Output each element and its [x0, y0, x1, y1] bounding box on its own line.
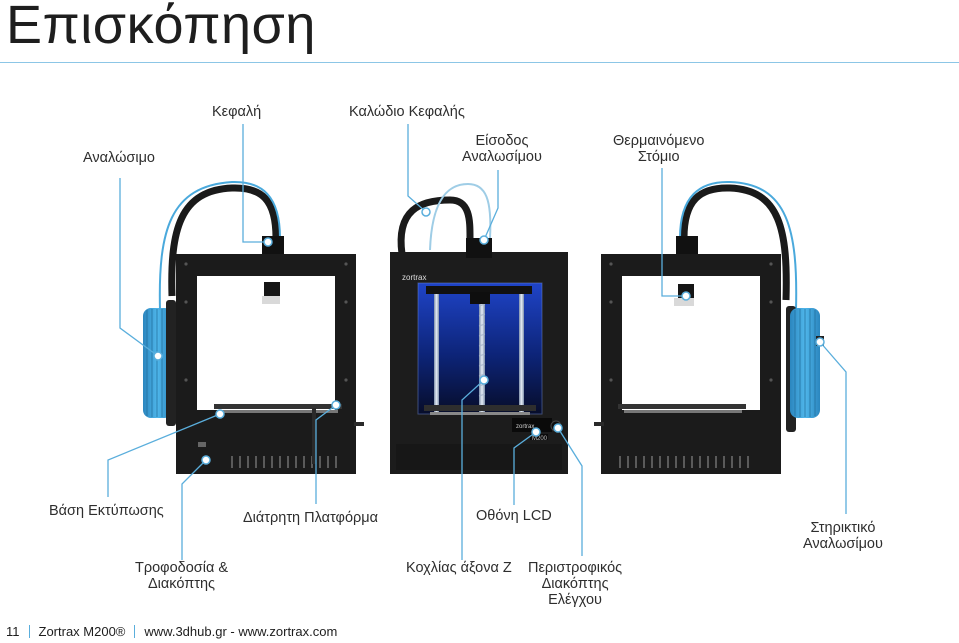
footer-separator [134, 625, 136, 638]
brand-logo: zortrax [402, 273, 426, 282]
model-badge: M200 [532, 436, 548, 442]
label-head-cable: Καλώδιο Κεφαλής [349, 104, 465, 120]
footer-websites: www.3dhub.gr - www.zortrax.com [144, 624, 338, 639]
label-print-base: Βάση Εκτύπωσης [49, 503, 164, 519]
printer-right [594, 180, 824, 474]
filament-spool-right [786, 306, 824, 432]
lcd-brand: zortrax [516, 424, 534, 430]
footer-separator [28, 625, 30, 638]
label-head: Κεφαλή [212, 104, 262, 120]
printer-front: zortrax zortrax M200 [390, 182, 568, 474]
footer-product: Zortrax M200® [38, 624, 126, 639]
printer-left [143, 180, 364, 474]
label-perforated-platform: Διάτρητη Πλατφόρμα [243, 510, 379, 526]
page-footer: 11 Zortrax M200® www.3dhub.gr - www.zortra… [0, 624, 337, 643]
label-filament: Αναλώσιμο [83, 150, 155, 166]
label-power-switch: Τροφοδοσία &Διακόπτης [135, 560, 229, 592]
callout-lines [107, 124, 847, 560]
page-title: Επισκόπηση [6, 0, 316, 55]
label-z-axis-screw: Κοχλίας άξονα Z [406, 560, 512, 576]
title-divider [0, 62, 959, 63]
page-number: 11 [6, 624, 20, 639]
callout-markers [153, 207, 825, 465]
label-lcd-screen: Οθόνη LCD [476, 508, 552, 524]
filament-spool-left [143, 300, 176, 426]
